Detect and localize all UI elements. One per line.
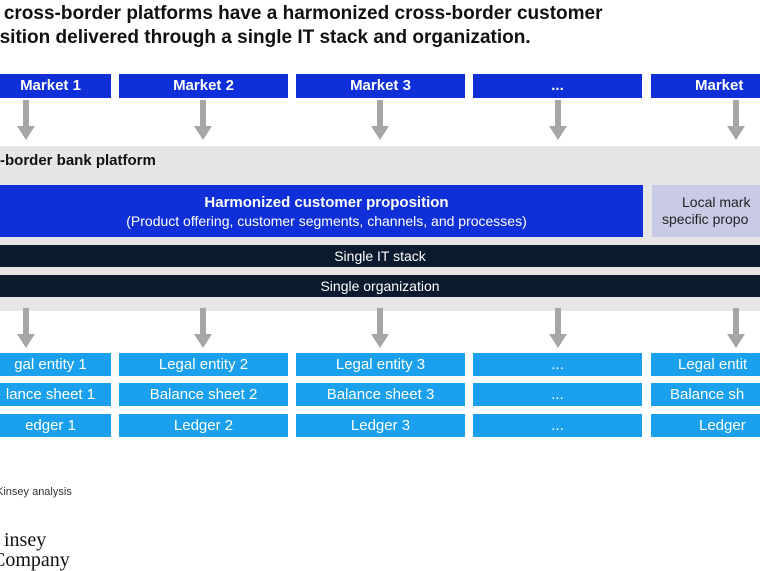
- market-5-box: Market: [651, 74, 760, 98]
- figure-title: e cross-border platforms have a harmoniz…: [0, 2, 603, 50]
- platform-label: -border bank platform: [0, 152, 156, 169]
- local-line-1: Local mark: [682, 194, 751, 210]
- harmonized-proposition-box: Harmonized customer proposition (Product…: [0, 185, 643, 237]
- local-line-2: specific propo: [662, 211, 749, 227]
- market-2-box: Market 2: [119, 74, 288, 98]
- ledger-2: Ledger 2: [119, 414, 288, 437]
- down-arrow-icon: [371, 308, 389, 348]
- down-arrow-icon: [549, 308, 567, 348]
- market-ellipsis-box: ...: [473, 74, 642, 98]
- logo-line-2: Company: [0, 549, 70, 571]
- source-note: Kinsey analysis: [0, 486, 72, 498]
- down-arrow-icon: [194, 308, 212, 348]
- harmonized-title: Harmonized customer proposition: [204, 194, 449, 211]
- market-3-box: Market 3: [296, 74, 465, 98]
- down-arrow-icon: [727, 100, 745, 140]
- balance-sheet-2: Balance sheet 2: [119, 383, 288, 406]
- legal-entity-5: Legal entit: [651, 353, 760, 376]
- balance-sheet-ellipsis: ...: [473, 383, 642, 406]
- down-arrow-icon: [727, 308, 745, 348]
- ledger-1: edger 1: [0, 414, 111, 437]
- down-arrow-icon: [549, 100, 567, 140]
- market-1-box: Market 1: [0, 74, 111, 98]
- title-line-1: e cross-border platforms have a harmoniz…: [0, 3, 603, 24]
- legal-entity-1: gal entity 1: [0, 353, 111, 376]
- ledger-ellipsis: ...: [473, 414, 642, 437]
- down-arrow-icon: [17, 100, 35, 140]
- balance-sheet-1: lance sheet 1: [0, 383, 111, 406]
- title-line-2: osition delivered through a single IT st…: [0, 27, 531, 48]
- ledger-3: Ledger 3: [296, 414, 465, 437]
- organization-bar: Single organization: [0, 275, 760, 297]
- balance-sheet-3: Balance sheet 3: [296, 383, 465, 406]
- local-market-box: Local mark specific propo: [652, 185, 760, 237]
- harmonized-subtitle: (Product offering, customer segments, ch…: [126, 213, 527, 229]
- ledger-5: Ledger: [651, 414, 760, 437]
- legal-entity-2: Legal entity 2: [119, 353, 288, 376]
- it-stack-bar: Single IT stack: [0, 245, 760, 267]
- legal-entity-ellipsis: ...: [473, 353, 642, 376]
- legal-entity-3: Legal entity 3: [296, 353, 465, 376]
- mckinsey-logo: insey Company: [0, 530, 70, 570]
- balance-sheet-5: Balance sh: [651, 383, 760, 406]
- down-arrow-icon: [371, 100, 389, 140]
- down-arrow-icon: [194, 100, 212, 140]
- down-arrow-icon: [17, 308, 35, 348]
- logo-line-1: insey: [4, 529, 47, 551]
